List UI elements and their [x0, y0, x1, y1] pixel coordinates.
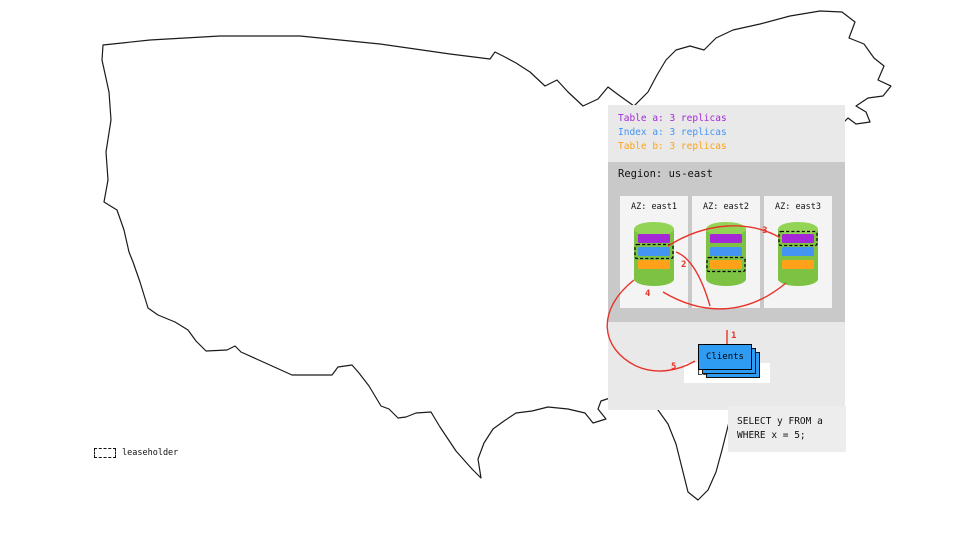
leaseholder-swatch-icon [94, 448, 116, 458]
leaseholder-legend-label: leaseholder [122, 448, 179, 458]
legend-index-a: Index a: 3 replicas [618, 127, 727, 138]
replica-legend: Table a: 3 replicas Index a: 3 replicas … [618, 112, 727, 154]
sql-line-2: WHERE x = 5; [737, 430, 806, 441]
step-5-label: 5 [671, 362, 677, 372]
db-cylinder-top [778, 222, 818, 236]
database-node-east2 [706, 222, 746, 286]
index-a-replica [710, 247, 742, 256]
step-4-label: 4 [645, 289, 651, 299]
table-b-replica [710, 260, 742, 269]
leaseholder-outline-index-a [634, 243, 674, 260]
sql-query-box: SELECT y FROM a WHERE x = 5; [728, 406, 846, 452]
az-label-east1: AZ: east1 [630, 202, 678, 212]
index-a-replica [782, 247, 814, 256]
sql-line-1: SELECT y FROM a [737, 416, 823, 427]
step-2-label: 2 [681, 260, 687, 270]
leaseholder-outline-table-b [706, 256, 746, 273]
index-a-replica [638, 247, 670, 256]
db-cylinder-top [706, 222, 746, 236]
database-node-east3 [778, 222, 818, 286]
region-box: Region: us-east AZ: east1 AZ: east2 [608, 162, 845, 383]
table-a-replica [638, 234, 670, 243]
clients-label: Clients [706, 352, 744, 362]
table-a-replica [710, 234, 742, 243]
az-box-east1: AZ: east1 [620, 196, 688, 308]
legend-table-a: Table a: 3 replicas [618, 113, 727, 124]
az-label-east2: AZ: east2 [702, 202, 750, 212]
clients-stack: Clients [698, 344, 764, 382]
step-1-label: 1 [731, 331, 737, 341]
db-cylinder-bottom [778, 272, 818, 286]
db-cylinder-top [634, 222, 674, 236]
leaseholder-outline-table-a [778, 230, 818, 247]
table-a-replica [782, 234, 814, 243]
az-label-east3: AZ: east3 [774, 202, 822, 212]
db-cylinder-bottom [634, 272, 674, 286]
database-node-east1 [634, 222, 674, 286]
leaseholder-legend: leaseholder [94, 448, 178, 458]
az-box-east2: AZ: east2 [692, 196, 760, 308]
step-3-label: 3 [762, 226, 768, 236]
legend-table-b: Table b: 3 replicas [618, 141, 727, 152]
az-box-east3: AZ: east3 [764, 196, 832, 308]
region-label: Region: us-east [618, 168, 713, 180]
clients-layer-front: Clients [698, 344, 752, 370]
table-b-replica [782, 260, 814, 269]
table-b-replica [638, 260, 670, 269]
db-cylinder-bottom [706, 272, 746, 286]
topology-panel: Table a: 3 replicas Index a: 3 replicas … [608, 105, 845, 410]
